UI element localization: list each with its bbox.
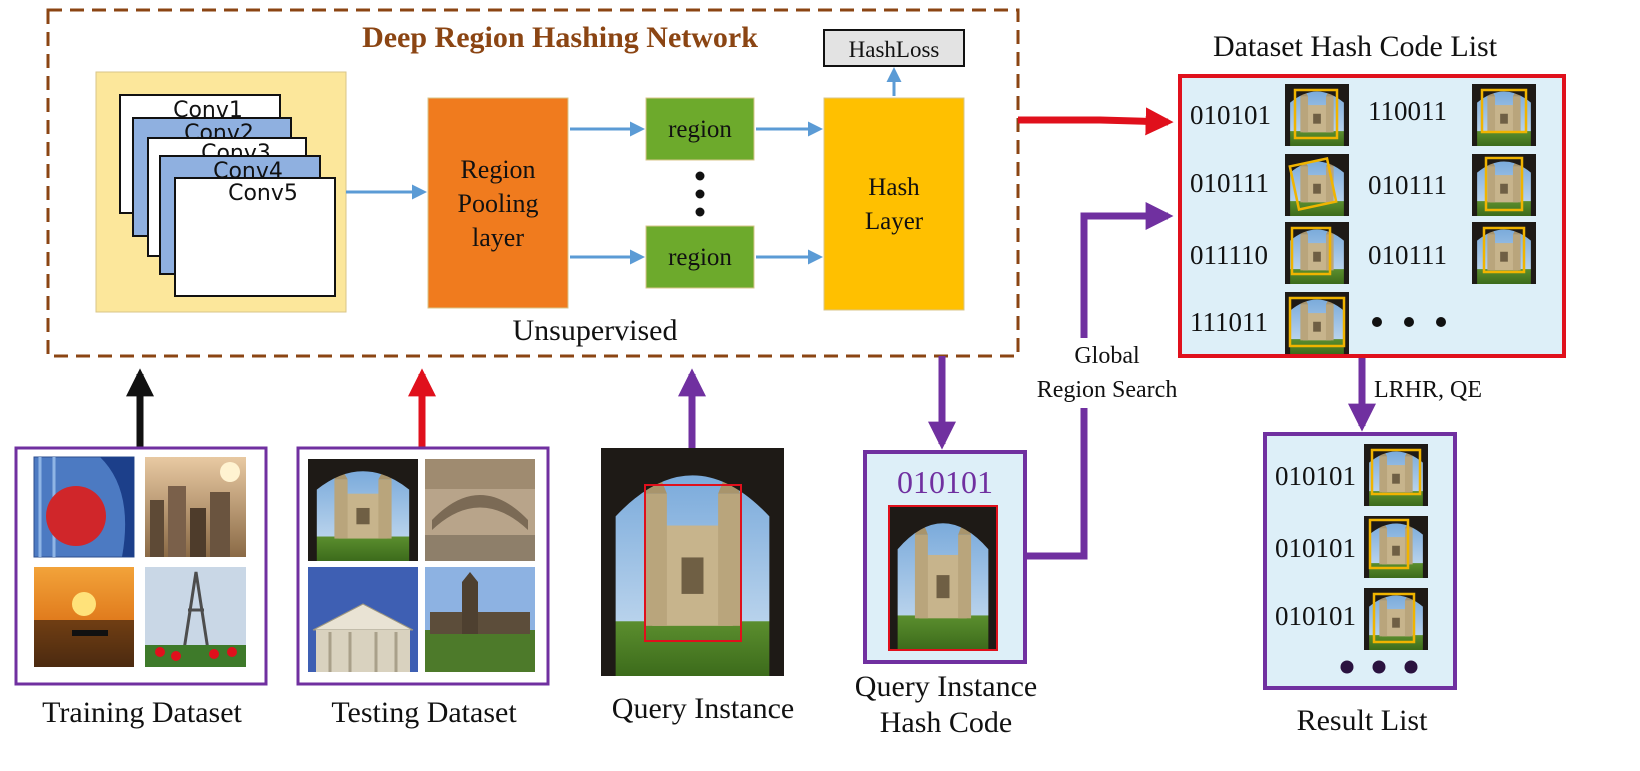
search-label-line2: Region Search [1037,377,1178,403]
region-pooling-line3: layer [472,223,524,252]
dataset-thumb-region [1288,296,1346,348]
result-code: 010101 [1275,601,1356,631]
dataset-thumb-region [1480,88,1528,134]
conv5-label: Conv5 [228,181,298,206]
dataset-list-ellipsis-dot [1404,317,1414,327]
dataset-thumb-region [1482,226,1526,274]
query-instance-label: Query Instance [612,692,794,725]
unsupervised-label: Unsupervised [513,314,678,347]
region-ellipsis [695,171,705,217]
result-code: 010101 [1275,533,1356,563]
dataset-list-ellipsis [1372,317,1446,327]
dataset-code-left: 010111 [1190,168,1269,198]
dataset-thumb-region [1293,88,1339,140]
query-code-value: 010101 [897,464,993,500]
hash-loss-label: HashLoss [849,37,940,62]
network-frame [46,8,1020,358]
result-thumb [1364,444,1428,506]
conv-stack: Conv1 Conv2 Conv3 Conv4 Conv5 [119,94,336,297]
dataset-thumb [1472,154,1536,216]
dataset-thumb [1472,222,1536,284]
hash-layer-line2: Layer [865,208,924,235]
region-ellipsis-dot [695,189,705,199]
training-thumb-eiffel [145,567,246,667]
training-thumb-sunset [34,567,134,667]
dataset-list-title: Dataset Hash Code List [1213,30,1498,63]
network-title: Deep Region Hashing Network [362,21,758,54]
result-code: 010101 [1275,461,1356,491]
search-label-line1: Global [1074,343,1140,369]
region-label-top: region [668,116,732,143]
rerank-label: LRHR, QE [1374,377,1482,403]
region-label-bottom: region [668,244,732,271]
dataset-code-left: 111011 [1190,307,1268,337]
hash-layer [823,97,965,311]
region-pooling-line1: Region [460,155,535,184]
hash-loss-box [823,29,965,67]
dataset-list-ellipsis-dot [1436,317,1446,327]
result-thumb-region [1368,518,1410,570]
testing-thumb-cathedral [308,459,418,561]
testing-thumb-tower [425,567,535,672]
dataset-code-left: 011110 [1190,240,1268,270]
dataset-code-left: 010101 [1190,100,1271,130]
testing-thumb-portico [308,567,418,672]
testing-dataset-label: Testing Dataset [331,696,517,729]
dataset-thumb-region [1290,226,1332,276]
result-list-ellipsis-dot [1404,660,1418,674]
result-list-ellipsis-dot [1372,660,1386,674]
query-code-label-line1: Query Instance [855,670,1037,703]
region-ellipsis-dot [695,207,705,217]
training-thumb-boxing [33,456,135,558]
result-thumb-region [1370,448,1422,496]
region-ellipsis-dot [695,171,705,181]
training-dataset-label: Training Dataset [42,696,242,729]
query-code-region-box [888,505,998,651]
region-pooling-layer [427,97,569,309]
dataset-code-right: 010111 [1368,170,1447,200]
dataset-thumb-region [1288,157,1338,211]
dataset-thumb-region [1484,156,1524,212]
query-code-label-line2: Hash Code [880,706,1012,739]
training-thumb-city [145,457,246,557]
result-list-ellipsis-dot [1340,660,1354,674]
query-region-box [644,484,742,642]
dataset-code-right: 010111 [1368,240,1447,270]
hash-layer-line1: Hash [868,174,920,201]
search-label-bg [1024,338,1190,408]
query-code-thumb [889,506,997,650]
result-thumb-region [1372,592,1416,644]
region-box-bottom [645,225,755,289]
conv5-layer [174,177,336,297]
arrow-network-to-dataset-list [1018,107,1174,136]
result-list-ellipsis [1340,660,1418,674]
region-box-top [645,97,755,161]
dataset-thumb [1285,292,1349,354]
result-list-title: Result List [1297,704,1429,737]
testing-thumb-bridge [425,459,535,561]
region-pooling-line2: Pooling [458,189,539,218]
dataset-code-right: 110011 [1368,96,1447,126]
dataset-list-ellipsis-dot [1372,317,1382,327]
